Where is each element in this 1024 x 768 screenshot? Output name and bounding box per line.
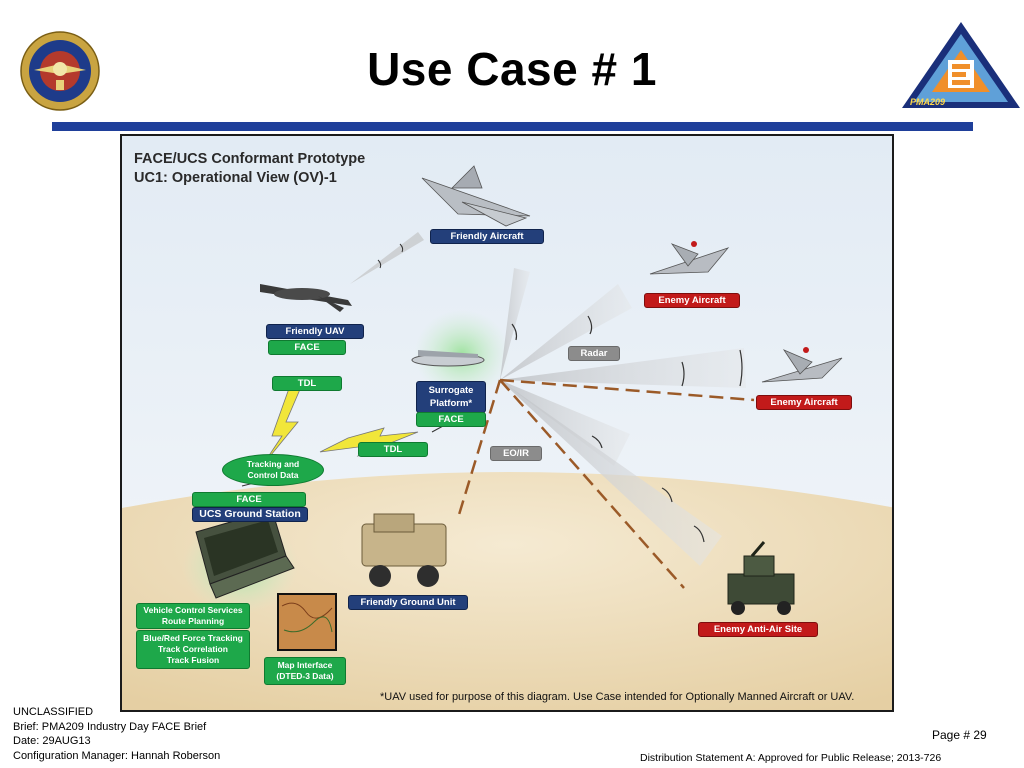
page-number: Page # 29	[932, 728, 987, 742]
uav-tdl-label: TDL	[272, 376, 342, 391]
bft-line2: Track Correlation	[158, 644, 228, 654]
uav-face-label: FACE	[268, 340, 346, 355]
pma209-text: PMA209	[910, 97, 945, 107]
enemy-anti-air-icon	[727, 541, 795, 615]
vehicle-control-services-label: Vehicle Control Services Route Planning	[136, 603, 250, 629]
sensor-beams	[500, 268, 746, 566]
surrogate-line1: Surrogate	[428, 385, 474, 396]
diagram-title-line2: UC1: Operational View (OV)-1	[134, 170, 337, 186]
surrogate-platform-label: Surrogate Platform*	[416, 381, 486, 413]
ground-face-label: FACE	[192, 492, 306, 507]
ov1-diagram: FACE/UCS Conformant Prototype UC1: Opera…	[120, 134, 894, 712]
diagram-footnote: *UAV used for purpose of this diagram. U…	[380, 691, 855, 703]
distribution-statement: Distribution Statement A: Approved for P…	[640, 752, 942, 764]
vcs-line2: Route Planning	[161, 616, 225, 626]
diagram-title: FACE/UCS Conformant Prototype UC1: Opera…	[134, 150, 365, 188]
config-manager-text: Configuration Manager: Hannah Roberson	[13, 749, 221, 762]
tracking-line1: Tracking and	[246, 459, 300, 469]
map-interface-label: Map Interface (DTED-3 Data)	[264, 657, 346, 685]
map-line2: (DTED-3 Data)	[276, 671, 334, 681]
radar-label: Radar	[568, 346, 620, 361]
date-text: Date: 29AUG13	[13, 735, 91, 747]
diagram-title-line1: FACE/UCS Conformant Prototype	[134, 151, 366, 167]
friendly-jet-icon	[421, 165, 531, 227]
title-divider	[52, 122, 973, 131]
pma209-logo: PMA209	[900, 20, 1022, 117]
surrogate-line2: Platform*	[429, 398, 473, 409]
navair-seal-logo	[20, 30, 100, 117]
friendly-aircraft-label: Friendly Aircraft	[430, 229, 544, 244]
friendly-ground-vehicle-icon	[361, 513, 447, 587]
enemy-aircraft-label-2: Enemy Aircraft	[756, 395, 852, 410]
friendly-uav-label: Friendly UAV	[266, 324, 364, 339]
slide-title: Use Case # 1	[367, 43, 657, 95]
brief-text: Brief: PMA209 Industry Day FACE Brief	[13, 720, 207, 733]
eo-ir-label: EO/IR	[490, 446, 542, 461]
surrogate-platform-icon	[411, 350, 485, 367]
force-tracking-label: Blue/Red Force Tracking Track Correlatio…	[136, 630, 250, 669]
enemy-anti-air-label: Enemy Anti-Air Site	[698, 622, 818, 637]
map-interface-image	[277, 593, 337, 651]
ucs-ground-station-label: UCS Ground Station	[192, 507, 308, 522]
tracking-control-data-label: Tracking and Control Data	[222, 454, 324, 486]
tracking-line2: Control Data	[247, 470, 299, 480]
classification-text: UNCLASSIFIED	[13, 706, 94, 718]
bft-line1: Blue/Red Force Tracking	[143, 633, 243, 643]
vcs-line1: Vehicle Control Services	[143, 605, 243, 615]
friendly-uav-icon	[260, 284, 352, 312]
footer-info: UNCLASSIFIED Brief: PMA209 Industry Day …	[13, 705, 220, 763]
surrogate-tdl-label: TDL	[358, 442, 428, 457]
bft-line3: Track Fusion	[166, 655, 220, 665]
map-line1: Map Interface	[277, 660, 333, 670]
friendly-ground-unit-label: Friendly Ground Unit	[348, 595, 468, 610]
surrogate-face-label: FACE	[416, 412, 486, 427]
enemy-aircraft-label-1: Enemy Aircraft	[644, 293, 740, 308]
enemy-aircraft-icon-2	[761, 347, 843, 383]
threat-lines	[456, 378, 755, 589]
enemy-aircraft-icon-1	[649, 241, 730, 275]
